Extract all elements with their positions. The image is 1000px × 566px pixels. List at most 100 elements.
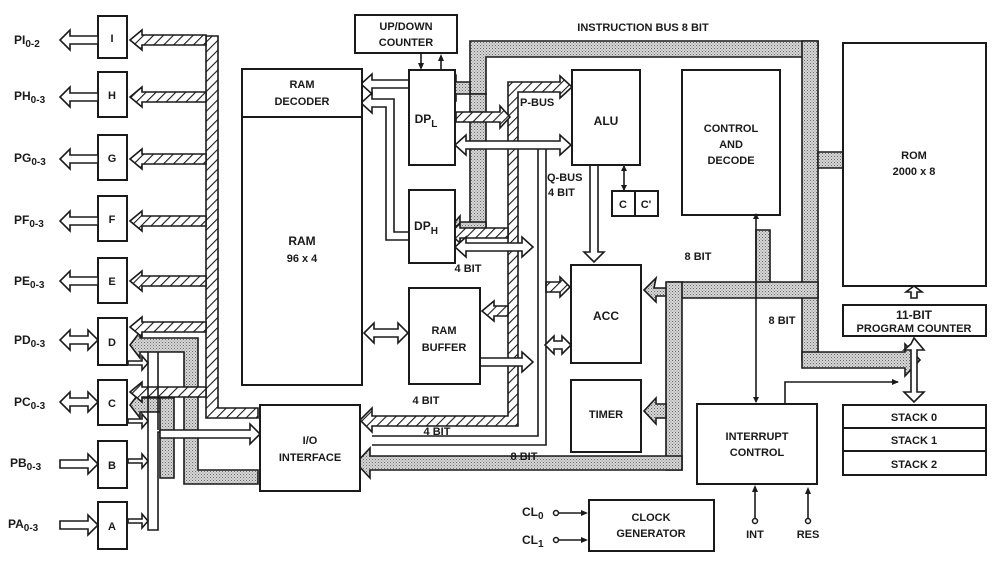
- cl0-label: CL0: [522, 505, 544, 522]
- port-g: G PG0-3: [14, 134, 128, 181]
- int-arrow-icon: [752, 485, 758, 492]
- port-e: E PE0-3: [14, 257, 128, 304]
- port-a-input-arrow: [59, 513, 100, 537]
- ram-buffer: RAM BUFFER: [408, 287, 481, 385]
- ram-decoder: RAM DECODER: [241, 68, 363, 118]
- up-arrow-icon: [438, 54, 444, 61]
- control-line1: CONTROL: [704, 123, 759, 135]
- port-g-output-arrow: [58, 147, 99, 171]
- port-b: B PB0-3: [10, 440, 128, 489]
- stack: STACK 0 STACK 1 STACK 2: [842, 404, 987, 476]
- alu-label: ALU: [594, 114, 619, 128]
- q-bus: [127, 72, 606, 531]
- port-b-input-arrow: [59, 452, 100, 476]
- int-signal: INT: [746, 485, 764, 541]
- pc-to-rom-arrow: [903, 285, 925, 299]
- interrupt-to-pc-arrow-icon: [892, 379, 899, 385]
- port-f: F PF0-3: [14, 195, 128, 242]
- ram-decoder-line1: RAM: [289, 79, 314, 91]
- port-i-output-arrow: [58, 28, 99, 52]
- clock-line1: CLOCK: [631, 512, 670, 524]
- port-e-output-arrow: [58, 269, 99, 293]
- carry-c-label: C: [619, 199, 627, 211]
- dpl-label: DPL: [415, 112, 438, 130]
- port-i-label: I: [110, 33, 113, 45]
- port-f-label: F: [109, 214, 116, 226]
- p-bus: [358, 74, 574, 434]
- p-bus-label: P-BUS: [520, 97, 554, 109]
- control-line3: DECODE: [707, 155, 754, 167]
- int-label: INT: [746, 529, 764, 541]
- control-line2: AND: [719, 139, 743, 151]
- port-g-label: G: [108, 153, 117, 165]
- stack-2: [842, 450, 987, 476]
- ram-buffer-line2: BUFFER: [422, 342, 467, 354]
- port-blocks: I PI0-2 H PH0-3 G PG0-3 F PF0-3 E PE0-3: [8, 15, 128, 550]
- timer: TIMER: [570, 379, 642, 453]
- up-down-counter: UP/DOWN COUNTER: [354, 14, 458, 70]
- control-and-decode: CONTROL AND DECODE: [681, 69, 781, 216]
- program-counter: 11-BIT PROGRAM COUNTER: [842, 304, 987, 337]
- port-f-pin-label: PF0-3: [14, 213, 44, 230]
- port-g-pin-label: PG0-3: [14, 151, 46, 168]
- pc-line2: PROGRAM COUNTER: [857, 323, 972, 335]
- stack-1-label: STACK 1: [891, 435, 937, 447]
- instr-to-io-width-label: 8 BIT: [511, 451, 538, 463]
- clock-generator: CLOCK GENERATOR: [588, 499, 715, 552]
- port-i-pin-label: PI0-2: [14, 33, 40, 50]
- q-bus-label: Q-BUS: [547, 172, 582, 184]
- port-b-pin-label: PB0-3: [10, 456, 42, 473]
- port-h: H PH0-3: [14, 71, 128, 118]
- interrupt-down-arrow-icon: [753, 397, 759, 403]
- res-arrow-icon: [805, 487, 811, 494]
- io-interface-line1: I/O: [303, 435, 318, 447]
- port-d-label: D: [108, 337, 116, 349]
- rom: ROM 2000 x 8: [842, 42, 987, 287]
- pc-line1: 11-BIT: [896, 308, 933, 322]
- q-bus-width-label: 4 BIT: [548, 187, 575, 199]
- port-c: C PC0-3: [14, 379, 128, 426]
- carry-c-prime-label: C': [641, 199, 652, 211]
- ram-buffer-line1: RAM: [431, 325, 456, 337]
- ram-decoder-line2: DECODER: [274, 96, 329, 108]
- port-a-label: A: [108, 521, 116, 533]
- clock-line2: GENERATOR: [616, 528, 685, 540]
- port-data-bus: [128, 28, 259, 419]
- port-c-pin-label: PC0-3: [14, 395, 46, 412]
- q-to-io-width-label: 4 BIT: [424, 426, 451, 438]
- port-a-pin-label: PA0-3: [8, 517, 39, 534]
- cl0-signal: CL0: [522, 505, 588, 522]
- port-e-label: E: [108, 276, 115, 288]
- interrupt-control: INTERRUPT CONTROL: [696, 403, 818, 485]
- dpl-register: DPL: [408, 69, 456, 166]
- carry-flag-c-prime: [634, 190, 659, 217]
- rom-line1: ROM: [901, 150, 927, 162]
- pc-stack-bidir-arrow: [901, 336, 926, 404]
- dph-label: DPH: [414, 219, 438, 237]
- instruction-bus-label: INSTRUCTION BUS 8 BIT: [577, 22, 709, 34]
- interrupt-line2: CONTROL: [730, 447, 785, 459]
- up-down-counter-line2: COUNTER: [379, 37, 433, 49]
- port-h-pin-label: PH0-3: [14, 89, 46, 106]
- ram-block: RAM 96 x 4: [241, 116, 363, 386]
- port-h-label: H: [108, 90, 116, 102]
- ram-buffer-width-label: 4 BIT: [413, 395, 440, 407]
- pc-bus-width-label: 8 BIT: [769, 315, 796, 327]
- cl1-arrow-icon: [581, 537, 588, 543]
- stack-2-label: STACK 2: [891, 459, 937, 471]
- port-h-output-arrow: [58, 85, 99, 109]
- control-up-arrow-icon: [753, 213, 759, 219]
- carry-down-arrow-icon: [621, 185, 627, 191]
- port-e-pin-label: PE0-3: [14, 274, 45, 291]
- down-arrow-icon: [418, 63, 424, 70]
- port-i: I PI0-2: [14, 15, 128, 59]
- dph-register: DPH: [408, 189, 456, 264]
- ram-line1: RAM: [288, 234, 315, 248]
- up-down-counter-line1: UP/DOWN: [379, 21, 432, 33]
- cl1-label: CL1: [522, 533, 544, 550]
- carry-flags: C C': [611, 165, 659, 217]
- port-d: D PD0-3: [14, 317, 128, 366]
- acc: ACC: [570, 264, 642, 364]
- port-c-bidir-arrow: [58, 390, 100, 414]
